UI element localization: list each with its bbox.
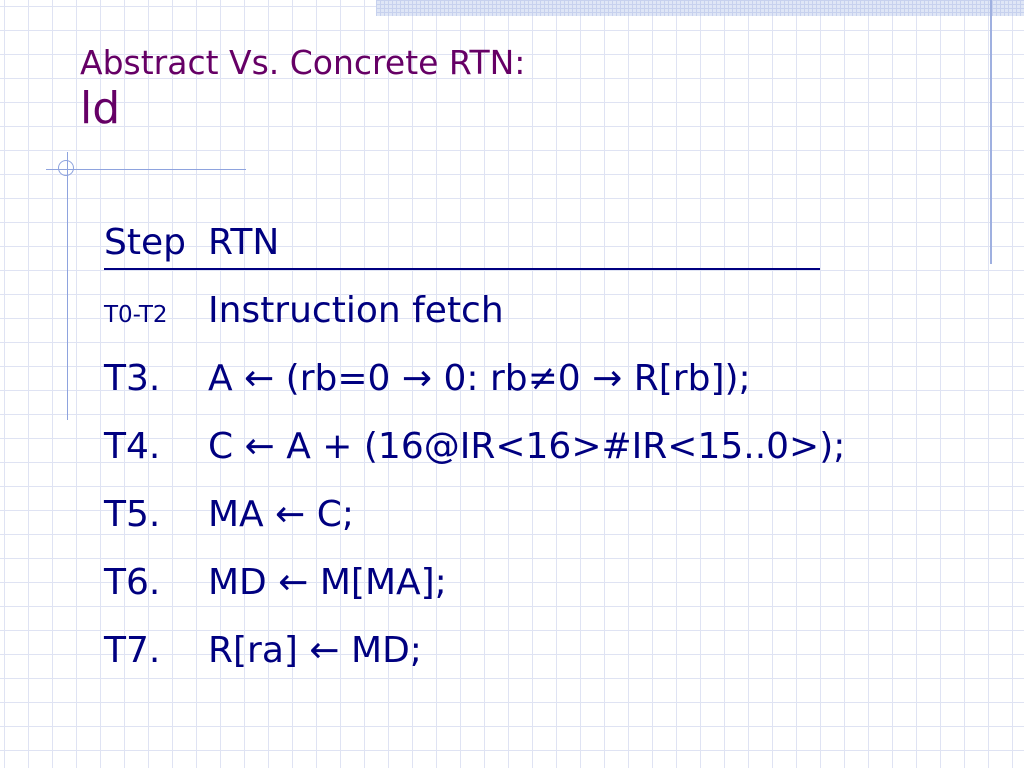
- slide-title-line2: ld: [80, 82, 121, 134]
- step-label: T3.: [104, 358, 161, 399]
- header-rtn: RTN: [208, 222, 280, 263]
- step-label: T7.: [104, 630, 161, 671]
- header-step: Step: [104, 222, 186, 263]
- step-label: T6.: [104, 562, 161, 603]
- rtn-statement: MA ← C;: [208, 494, 355, 535]
- step-label: T0-T2: [104, 302, 168, 328]
- rtn-table: Step RTN T0-T2 Instruction fetch T3. A ←…: [104, 222, 984, 698]
- decorative-ring-icon: [58, 160, 74, 176]
- slide-title-line1: Abstract Vs. Concrete RTN:: [80, 43, 526, 82]
- decorative-horizontal-rule: [46, 169, 246, 170]
- slide-title: Abstract Vs. Concrete RTN: ld: [80, 44, 525, 135]
- step-label: T4.: [104, 426, 161, 467]
- decorative-top-band: [376, 0, 1024, 16]
- rtn-statement: C ← A + (16@IR<16>#IR<15..0>);: [208, 426, 846, 467]
- rtn-statement: MD ← M[MA];: [208, 562, 447, 603]
- decorative-vertical-rule: [67, 152, 68, 420]
- decorative-right-rule: [990, 0, 992, 264]
- rtn-statement: Instruction fetch: [208, 290, 504, 331]
- table-row: T6. MD ← M[MA];: [104, 562, 984, 630]
- table-row: T0-T2 Instruction fetch: [104, 290, 984, 358]
- table-row: T5. MA ← C;: [104, 494, 984, 562]
- table-row: T7. R[ra] ← MD;: [104, 630, 984, 698]
- table-row: T3. A ← (rb=0 → 0: rb≠0 → R[rb]);: [104, 358, 984, 426]
- rtn-statement: A ← (rb=0 → 0: rb≠0 → R[rb]);: [208, 358, 751, 399]
- table-row: T4. C ← A + (16@IR<16>#IR<15..0>);: [104, 426, 984, 494]
- rtn-table-header: Step RTN: [104, 222, 820, 270]
- step-label: T5.: [104, 494, 161, 535]
- rtn-statement: R[ra] ← MD;: [208, 630, 422, 671]
